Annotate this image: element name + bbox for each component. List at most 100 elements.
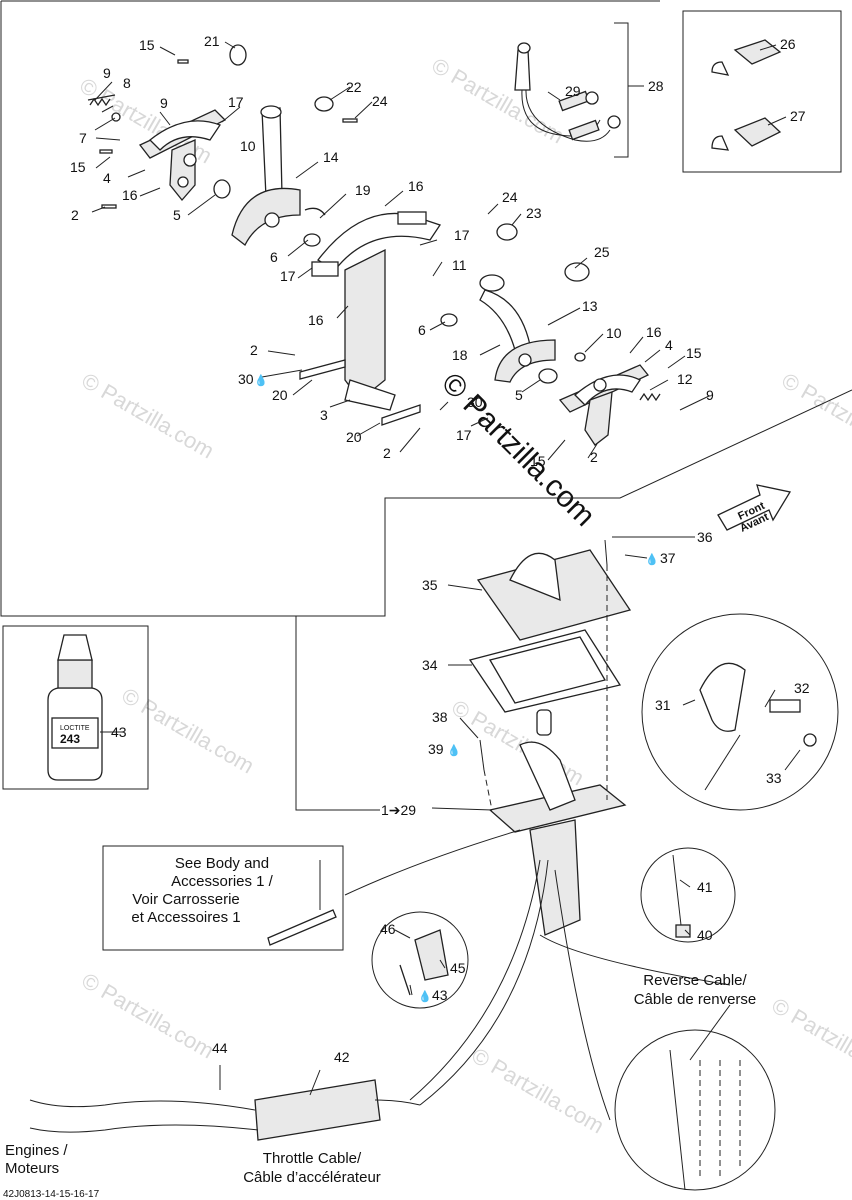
callout-34: 34 [422,657,438,673]
callout-8: 8 [123,75,131,91]
callout-9: 9 [160,95,168,111]
callout-35: 35 [422,577,438,593]
diagram-code: 42J0813-14-15-16-17 [3,1189,100,1200]
callout-16: 16 [308,312,324,328]
callout-9: 9 [103,65,111,81]
note-throttle-line2: Câble d’accélérateur [243,1169,381,1186]
leader-lines [91,41,801,1096]
callout-7: 7 [79,130,87,146]
watermark: © Partzilla.com [768,993,852,1089]
note-body-line4: et Accessoires 1 [131,909,240,926]
lever-14 [229,44,358,246]
callout-28: 28 [648,78,664,94]
callout-17: 17 [280,268,296,284]
callout-21: 21 [204,33,220,49]
note-reverse-line1: Reverse Cable/ [643,972,747,989]
callout-36: 36 [697,529,713,545]
note-body-line1: See Body and [175,855,269,872]
note-engines-line1: Engines / [5,1142,68,1159]
callout-16: 16 [408,178,424,194]
callout-12: 12 [677,371,693,387]
callout-30: 30 [238,371,254,387]
callout-25: 25 [594,244,610,260]
callout-38: 38 [432,709,448,725]
callout-6: 6 [270,249,278,265]
note-reverse-line2: Câble de renverse [634,991,757,1008]
center-assembly [299,207,458,426]
callout-20: 20 [272,387,288,403]
callout-44: 44 [212,1040,228,1056]
callout-4: 4 [103,170,111,186]
harness-assembly [514,42,621,142]
callout-5: 5 [173,207,181,223]
callout-15: 15 [139,37,155,53]
watermark: © Partzilla.com [468,1043,609,1139]
watermark: © Partzilla.com [78,368,219,464]
callout-11: 11 [452,257,467,273]
group-label: 1➔29 [381,802,416,818]
callout-2: 2 [71,207,79,223]
callout-2: 2 [250,342,258,358]
callout-43: 43 [111,724,127,740]
callout-29: 29 [565,83,581,99]
drop-icon: 💧 [645,553,659,566]
callout-43: 43 [432,987,448,1003]
callout-46: 46 [380,921,396,937]
callout-5: 5 [515,387,523,403]
callout-15: 15 [530,453,546,469]
callout-42: 42 [334,1049,350,1065]
callout-6: 6 [418,322,426,338]
callout-45: 45 [450,960,466,976]
loctite-brand: LOCTITE [60,725,90,732]
callout-17: 17 [456,427,472,443]
watermark: © Partzilla.com [78,968,219,1064]
note-body-line2: Accessories 1 / [171,873,274,890]
callout-26: 26 [780,36,796,52]
callout-10: 10 [606,325,622,341]
lower-assembly [29,484,839,1191]
callout-15: 15 [686,345,702,361]
callout-18: 18 [452,347,468,363]
callout-32: 32 [794,680,810,696]
callout-15: 15 [70,159,86,175]
watermark: © Partzilla.com [118,683,259,779]
right-bracket-assembly [558,352,661,446]
callout-37: 37 [660,550,676,566]
callouts: 15 21 9 8 9 17 22 24 7 10 15 4 14 16 5 2… [70,33,810,1065]
callout-14: 14 [323,149,339,165]
loctite-number: 243 [60,732,80,746]
notes: See Body and Accessories 1 / Voir Carros… [3,500,771,1200]
callout-22: 22 [346,79,362,95]
callout-16: 16 [646,324,662,340]
frames [0,0,852,811]
note-throttle-line1: Throttle Cable/ [263,1150,362,1167]
lever-13 [479,223,590,384]
callout-17: 17 [454,227,470,243]
callout-2: 2 [383,445,391,461]
callout-23: 23 [526,205,542,221]
callout-10: 10 [240,138,256,154]
callout-24: 24 [502,189,518,205]
callout-20: 20 [346,429,362,445]
callout-9: 9 [706,387,714,403]
callout-13: 13 [582,298,598,314]
callout-24: 24 [372,93,388,109]
switch-parts-inset [711,39,782,151]
callout-3: 3 [320,407,328,423]
callout-2: 2 [590,449,598,465]
watermark: © Partzilla.com [428,53,569,149]
drop-icon: 💧 [254,374,268,387]
left-bracket-assembly [87,59,231,209]
drop-icon: 💧 [447,744,461,757]
watermark: © Partzilla.com [778,368,852,464]
note-body-line3: Voir Carrosserie [132,891,240,908]
callout-33: 33 [766,770,782,786]
callout-19: 19 [355,182,371,198]
note-engines-line2: Moteurs [5,1160,59,1177]
callout-4: 4 [665,337,673,353]
callout-41: 41 [697,879,713,895]
callout-16: 16 [122,187,138,203]
callout-17: 17 [228,94,244,110]
drop-icon: 💧 [418,990,432,1003]
